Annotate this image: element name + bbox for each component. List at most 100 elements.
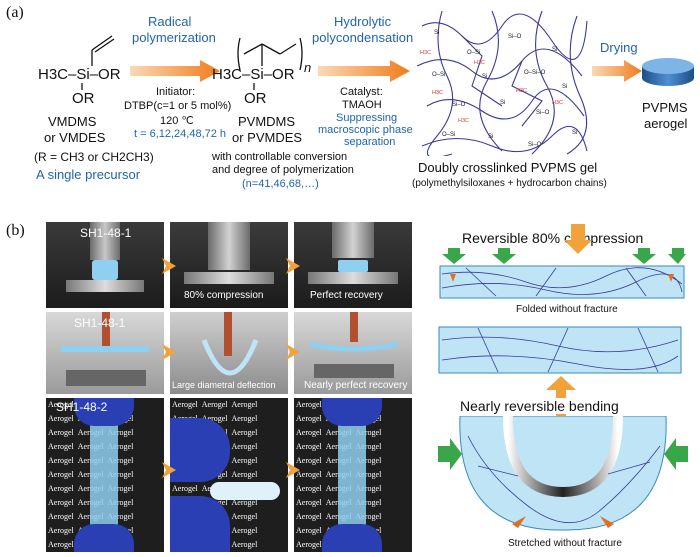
svg-text:O–Si–O: O–Si–O	[524, 70, 546, 76]
photo-sample-label: SH1-48-1	[80, 226, 132, 240]
svg-text:Si: Si	[488, 134, 493, 140]
photo-bend-recovery: Nearly perfect recovery	[294, 312, 412, 394]
arrow-right-icon	[438, 438, 462, 470]
svg-text:O–Si: O–Si	[467, 50, 480, 56]
svg-text:H3C: H3C	[474, 60, 485, 66]
arrow-left-icon	[512, 516, 526, 528]
step2-title-2: polycondensation	[312, 30, 414, 45]
precursor-name-2: or VMDES	[44, 130, 106, 145]
precursor-si: Si	[76, 66, 90, 83]
svg-text:O–Si: O–Si	[432, 72, 445, 78]
step2-catalyst-2: TMAOH	[342, 99, 382, 111]
polymer-subscript-n: n	[304, 60, 312, 75]
polymer-or-right: OR	[272, 66, 295, 83]
precursor-or-right: OR	[98, 66, 121, 83]
chevron-right-icon	[286, 462, 300, 478]
step1-title-2: polymerization	[132, 30, 216, 45]
schematic-bend-title: Nearly reversible bending	[458, 398, 621, 414]
arrow-right-icon	[600, 516, 614, 528]
panel-b-label: (b)	[6, 222, 25, 239]
step1-time: t = 6,12,24,48,72 h	[134, 128, 227, 140]
gel-title: Doubly crosslinked PVPMS gel	[418, 160, 598, 175]
arrow-down-icon	[632, 248, 656, 264]
precursor-caption: A single precursor	[36, 167, 141, 182]
aerogel-label-1: PVPMS	[642, 100, 688, 115]
photo-sample-label: SH1-48-2	[56, 400, 108, 414]
svg-text:O–Si: O–Si	[442, 132, 455, 138]
uncompressed-block	[438, 326, 682, 374]
aerogel-label-2: aerogel	[644, 116, 688, 131]
step1-title-1: Radical	[148, 14, 192, 29]
svg-text:Si: Si	[572, 130, 577, 136]
step2-suppress-1: Suppressing	[336, 112, 398, 124]
svg-text:Si: Si	[562, 84, 567, 90]
svg-text:Si–O: Si–O	[528, 142, 542, 148]
polymer-name-2: or PVMDES	[232, 130, 303, 145]
compression-schematic	[439, 224, 686, 299]
schematic-top-caption: Folded without fracture	[516, 304, 618, 315]
photo-caption: Perfect recovery	[310, 290, 383, 301]
precursor-r-definition: (R = CH3 or CH2CH3)	[34, 150, 154, 164]
aerogel-disk-icon	[642, 58, 694, 86]
chevron-right-icon	[286, 258, 300, 274]
svg-text:Si: Si	[482, 74, 487, 80]
arrow-left-icon	[664, 438, 688, 470]
chevron-right-icon	[162, 258, 176, 274]
polymer-h3c: H3C	[212, 66, 243, 83]
step2-suppress-3: separation	[344, 136, 396, 148]
svg-text:H3C: H3C	[458, 118, 469, 124]
photo-caption: 80% compression	[184, 290, 264, 301]
photo-sample-label: SH1-48-1	[74, 316, 126, 330]
chevron-right-icon	[162, 344, 176, 360]
photo-compress-initial: SH1-48-1	[46, 222, 164, 308]
polymer-note-1: with controllable conversion	[212, 151, 348, 163]
precursor-name-1: VMDMS	[48, 114, 97, 129]
arrow-down-icon	[668, 248, 686, 264]
polymer-name-1: PVMDMS	[238, 114, 296, 129]
precursor-or-bottom: OR	[72, 90, 95, 107]
reaction-arrow-2	[318, 60, 410, 82]
bending-schematic	[438, 416, 688, 531]
svg-text:Si: Si	[552, 47, 557, 53]
step3-title: Drying	[600, 40, 638, 55]
polymer-n-values: (n=41,46,68,…)	[242, 178, 319, 190]
step2-suppress-2: macroscopic phase	[318, 124, 413, 136]
photo-caption: Large diametral deflection	[172, 380, 276, 390]
arrow-down-icon	[450, 274, 456, 282]
arrow-down-icon	[492, 248, 516, 264]
step2-catalyst-1: Catalyst:	[340, 86, 383, 98]
precursor-h3c: H3C	[38, 66, 69, 83]
arrow-down-icon	[668, 274, 674, 282]
svg-text:Si: Si	[500, 100, 505, 106]
step1-initiator: Initiator:	[156, 86, 196, 98]
panel-a-label: (a)	[6, 4, 24, 21]
step2-title-1: Hydrolytic	[334, 14, 392, 29]
photo-bend-deflection: Large diametral deflection	[170, 312, 288, 394]
step1-dtbp: DTBP(c=1 or 5 mol%)	[124, 100, 232, 112]
svg-text:H3C: H3C	[420, 50, 431, 56]
structure-bonds-svg	[81, 35, 303, 90]
polymer-note-2: and degree of polymerization	[212, 164, 354, 176]
arrow-down-icon	[442, 248, 466, 264]
schematic-bottom-caption: Stretched without fracture	[508, 538, 622, 549]
svg-text:H3C: H3C	[552, 100, 563, 106]
photo-caption: Nearly perfect recovery	[304, 380, 408, 391]
svg-text:H3C: H3C	[432, 90, 443, 96]
arrow-down-icon	[564, 224, 592, 254]
svg-text:H3C: H3C	[516, 88, 527, 94]
gel-subtitle: (polymethylsiloxanes + hydrocarbon chain…	[412, 178, 607, 189]
photo-bend-initial: SH1-48-1	[46, 312, 164, 394]
polymer-si: Si	[250, 66, 264, 83]
reaction-arrow-3	[592, 60, 642, 82]
svg-text:Si: Si	[434, 30, 439, 36]
chevron-right-icon	[286, 344, 300, 360]
svg-text:Si–O: Si–O	[536, 110, 550, 116]
svg-text:Si–O: Si–O	[452, 102, 466, 108]
schematic-top-title: Reversible 80% compression	[462, 230, 644, 246]
reaction-arrow-1	[130, 60, 220, 82]
